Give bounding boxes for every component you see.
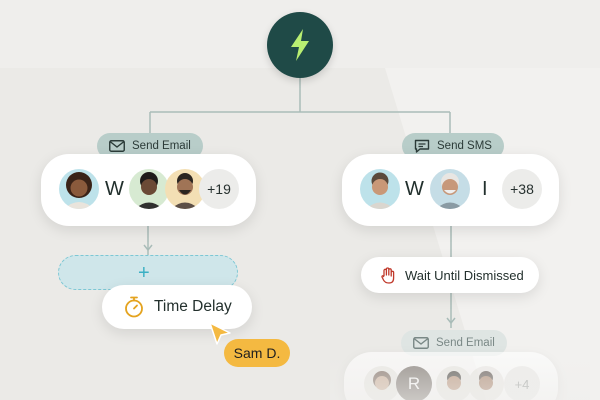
time-delay-step[interactable]: Time Delay	[102, 285, 252, 329]
stopwatch-icon	[125, 296, 143, 318]
chat-bubble-icon	[414, 139, 430, 153]
audience-extra-count: +19	[199, 169, 239, 209]
cursor-arrow-icon	[209, 322, 231, 345]
envelope-icon	[413, 337, 429, 349]
time-delay-label: Time Delay	[154, 298, 232, 315]
avatar	[129, 169, 169, 209]
wait-until-dismissed-step[interactable]: Wait Until Dismissed	[361, 257, 539, 293]
avatar	[360, 169, 400, 209]
send-sms-label: Send SMS	[437, 140, 492, 152]
plus-icon: +	[138, 262, 150, 284]
send-email-label: Send Email	[436, 337, 495, 349]
audience-extra-count: +38	[502, 169, 542, 209]
fade-overlay	[330, 355, 590, 400]
cursor-user-label: Sam D.	[224, 339, 290, 367]
lightning-icon	[291, 29, 309, 61]
avatar	[165, 169, 205, 209]
audience-initial: W	[405, 178, 424, 200]
audience-card-right[interactable]: W I +38	[342, 154, 559, 226]
trigger-node[interactable]	[267, 12, 333, 78]
hand-icon	[381, 266, 395, 284]
drop-zone[interactable]	[58, 255, 238, 290]
audience-initial: I	[482, 178, 488, 200]
send-email-label: Send Email	[132, 140, 191, 152]
audience-card-left[interactable]: W +19	[41, 154, 256, 226]
avatar	[59, 169, 99, 209]
send-email-tag[interactable]: Send Email	[401, 330, 507, 356]
wait-until-dismissed-label: Wait Until Dismissed	[405, 267, 524, 283]
envelope-icon	[109, 140, 125, 152]
avatar	[430, 169, 470, 209]
audience-initial: W	[105, 178, 124, 200]
